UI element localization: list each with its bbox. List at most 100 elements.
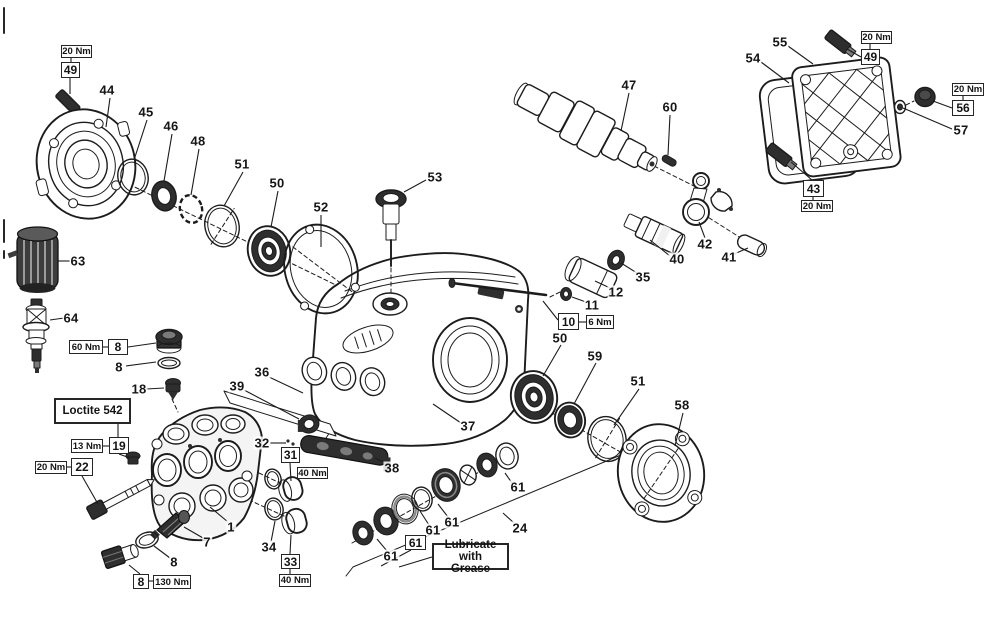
callout-34: 34 <box>260 539 278 555</box>
leader-line <box>573 362 597 405</box>
callout-39: 39 <box>228 378 246 394</box>
leader-line <box>649 239 671 257</box>
callout-50: 50 <box>551 330 569 346</box>
leader-line <box>81 475 99 505</box>
o-ring-dot <box>286 439 290 443</box>
callout-42: 42 <box>696 236 714 252</box>
part-box-8: 8 <box>133 574 149 589</box>
callout-51: 51 <box>629 373 647 389</box>
callout-48: 48 <box>189 133 207 149</box>
callout-47: 47 <box>620 77 638 93</box>
leader-line <box>620 92 630 132</box>
callout-46: 46 <box>162 118 180 134</box>
leader-line <box>620 262 638 274</box>
leader-line <box>270 520 276 543</box>
callout-8: 8 <box>169 554 179 570</box>
leader-line <box>674 412 684 447</box>
leader-line <box>790 161 813 181</box>
leader-line <box>190 148 200 196</box>
leader-line <box>902 107 953 130</box>
leader-line <box>223 171 244 207</box>
o-ring-51-top <box>204 204 240 248</box>
part-box-43: 43 <box>803 180 824 197</box>
callout-36: 36 <box>253 364 271 380</box>
o-ring-dot <box>291 442 295 446</box>
leader-line <box>787 45 814 65</box>
callout-1: 1 <box>226 519 236 535</box>
shaft-key-60 <box>661 154 677 167</box>
leader-line <box>125 361 157 367</box>
leader-line <box>268 376 304 394</box>
torque-box-20-Nm: 20 Nm <box>35 461 67 474</box>
torque-box-20-Nm: 20 Nm <box>61 45 92 58</box>
callout-44: 44 <box>98 82 116 98</box>
torque-box-130-Nm: 130 Nm <box>153 575 191 589</box>
callout-11: 11 <box>583 297 601 313</box>
gasket-52 <box>283 223 360 315</box>
leader-line <box>270 190 279 228</box>
leader-line <box>403 179 427 193</box>
washer-35 <box>607 249 625 271</box>
leader-line <box>419 510 430 526</box>
drain-plug-56 <box>914 86 936 108</box>
part-box-8: 8 <box>108 339 128 355</box>
callout-55: 55 <box>771 34 789 50</box>
callout-61: 61 <box>443 514 461 530</box>
torque-box-6-Nm: 6 Nm <box>586 315 614 329</box>
torque-box-40-Nm: 40 Nm <box>279 574 311 587</box>
oil-seal-46 <box>151 180 177 212</box>
bearing-flange-58 <box>616 423 706 523</box>
callout-60: 60 <box>661 99 679 115</box>
leader-line <box>209 506 229 523</box>
leader-line <box>502 512 515 524</box>
leader-line <box>432 403 462 424</box>
valve-18 <box>165 378 181 400</box>
bearing-50-bottom <box>509 370 559 424</box>
callout-32: 32 <box>253 435 271 451</box>
leader-line <box>667 114 671 156</box>
valve-cap-31 <box>278 476 304 502</box>
leader-line <box>105 97 111 128</box>
callout-38: 38 <box>383 460 401 476</box>
torque-box-13-Nm: 13 Nm <box>71 439 103 453</box>
note-box-lubricate-with: Lubricate with Grease <box>432 539 509 575</box>
torque-box-20-Nm: 20 Nm <box>952 83 984 96</box>
leader-line <box>542 300 559 321</box>
callout-52: 52 <box>312 199 330 215</box>
leader-line <box>49 317 65 321</box>
head-bolt-22 <box>86 479 155 520</box>
o-ring-8-lower <box>135 531 159 549</box>
crankshaft-47 <box>513 82 658 172</box>
connecting-rod-42 <box>682 172 733 226</box>
leader-line <box>145 387 165 390</box>
part-box-22: 22 <box>71 458 93 476</box>
callout-12: 12 <box>607 284 625 300</box>
callout-7: 7 <box>202 534 212 550</box>
bearing-50-top <box>246 225 292 277</box>
callout-45: 45 <box>137 104 155 120</box>
leader-line <box>133 119 148 161</box>
part-box-10: 10 <box>558 313 579 330</box>
leader-line <box>571 296 587 303</box>
center-bolt-10 <box>448 278 548 313</box>
leader-line <box>243 389 300 420</box>
callout-61: 61 <box>382 548 400 564</box>
cover-plate-55 <box>791 56 902 178</box>
leader-line <box>613 388 640 426</box>
o-ring-45 <box>117 158 149 196</box>
sealing-washer-57 <box>893 99 907 115</box>
leader-line <box>846 48 862 58</box>
leader-line <box>289 462 292 482</box>
callout-58: 58 <box>673 397 691 413</box>
part-box-33: 33 <box>281 554 300 569</box>
callout-41: 41 <box>720 249 738 265</box>
dipstick-53 <box>375 189 407 297</box>
o-ring-32 <box>264 468 282 490</box>
piston-pin-41 <box>736 234 768 258</box>
callout-24: 24 <box>511 520 529 536</box>
callout-8: 8 <box>114 359 124 375</box>
